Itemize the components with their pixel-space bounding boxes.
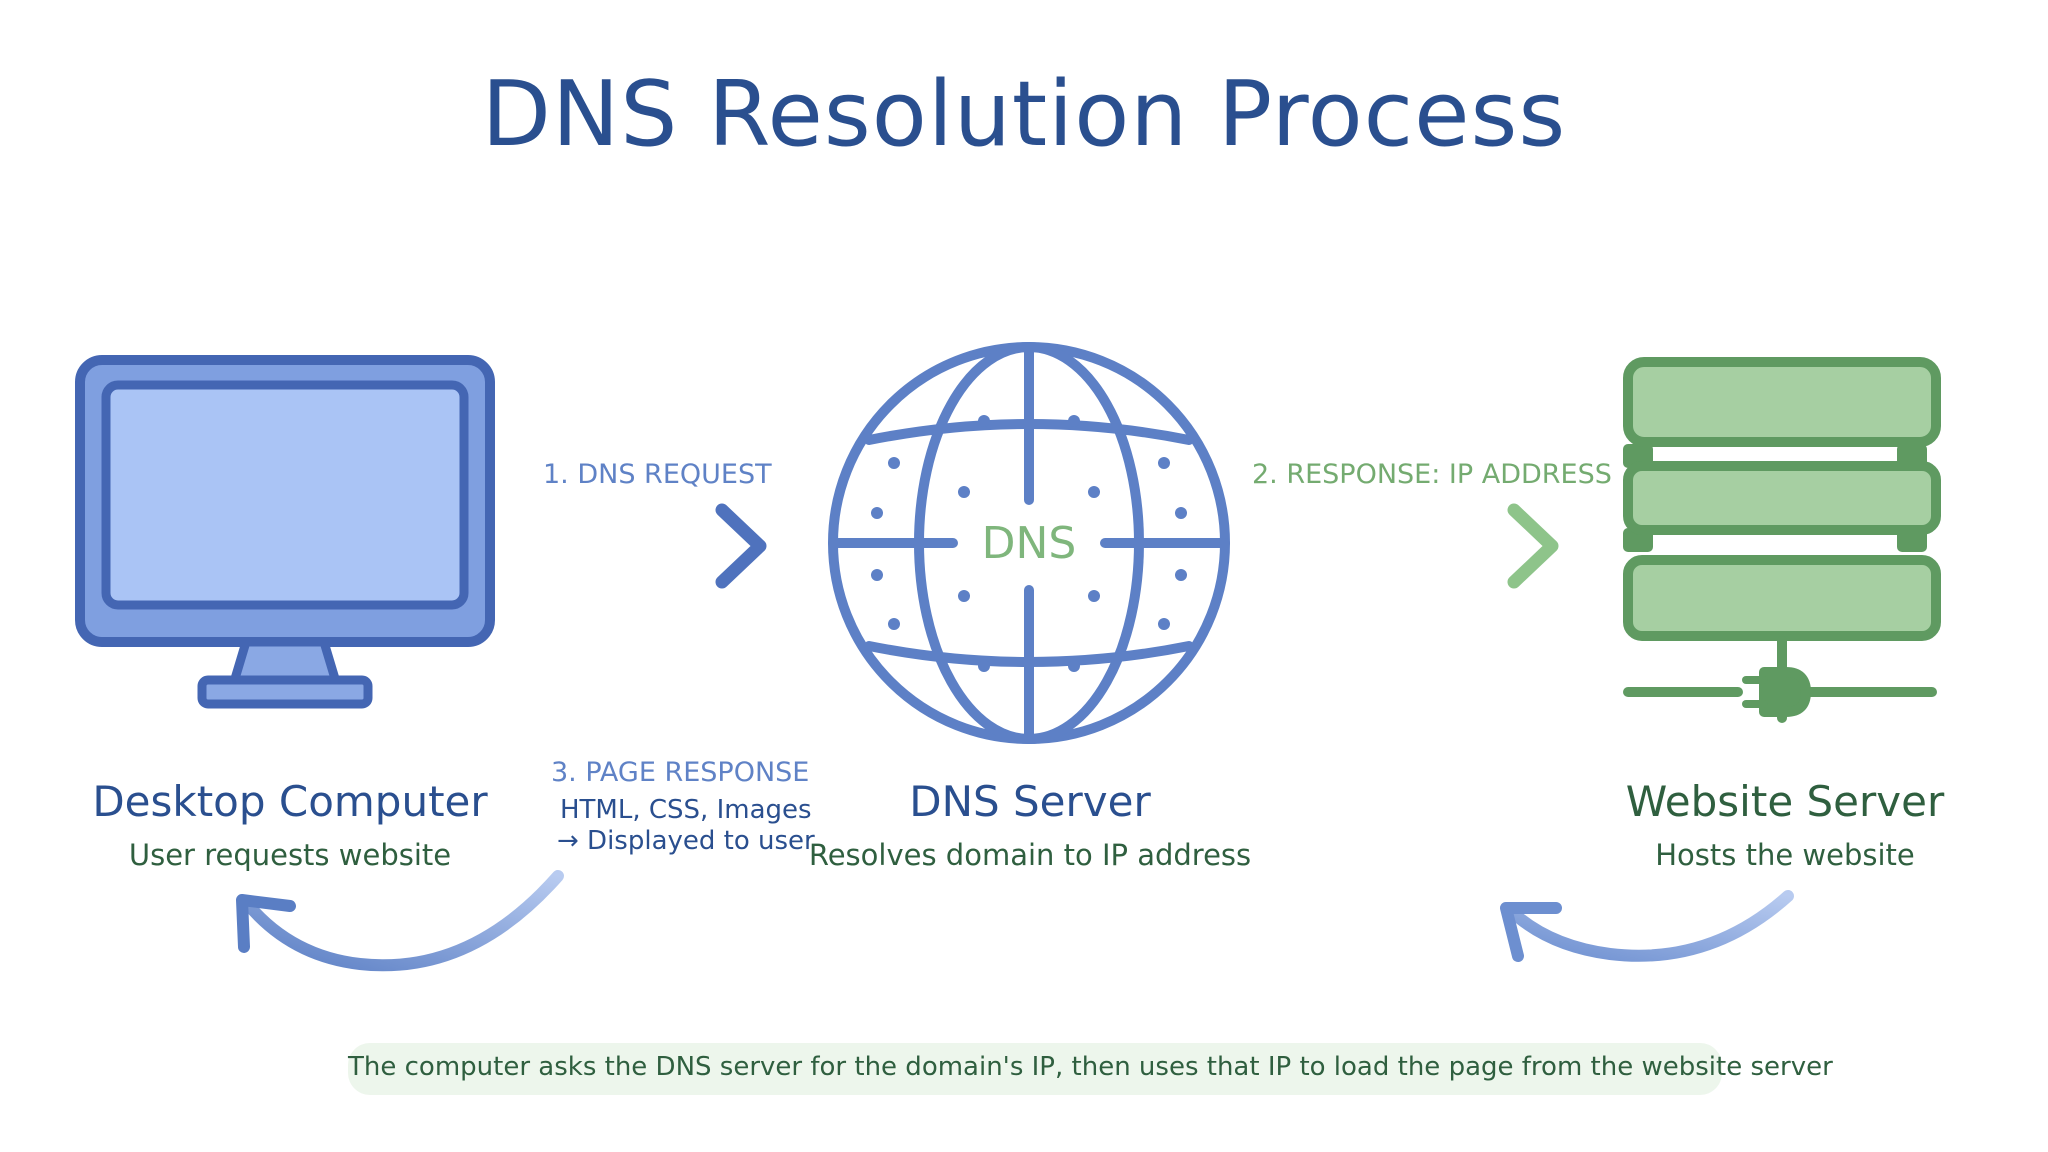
desktop-computer-subtitle: User requests website: [128, 838, 452, 872]
website-server-icon: [1623, 357, 1941, 723]
server-return-curved-arrow: [1500, 890, 1794, 962]
dns-server-title: DNS Server: [909, 777, 1151, 826]
step-2-label: 2. RESPONSE: IP ADDRESS: [1252, 459, 1612, 490]
globe-dots: [871, 415, 1187, 672]
footer-caption-box: [348, 1043, 1722, 1095]
step-3-detail-line-2: → Displayed to user: [557, 826, 815, 856]
step-3-detail-line-1: HTML, CSS, Images: [560, 795, 812, 825]
website-server-title: Website Server: [1625, 777, 1945, 826]
desktop-computer-title: Desktop Computer: [92, 777, 488, 826]
globe-label: DNS: [981, 518, 1077, 569]
page-title: DNS Resolution Process: [481, 62, 1567, 167]
dns-server-subtitle: Resolves domain to IP address: [808, 838, 1252, 872]
footer-caption: The computer asks the DNS server for the…: [348, 1052, 1833, 1082]
page-response-curved-arrow: [236, 870, 564, 972]
dns-request-arrow: [546, 503, 767, 589]
step-1-label: 1. DNS REQUEST: [543, 459, 772, 490]
step-3-label: 3. PAGE RESPONSE: [551, 757, 810, 788]
desktop-computer-icon: [75, 355, 495, 709]
ip-response-arrow: [1291, 503, 1559, 589]
website-server-subtitle: Hosts the website: [1655, 838, 1915, 872]
dns-globe-icon: [828, 342, 1230, 744]
